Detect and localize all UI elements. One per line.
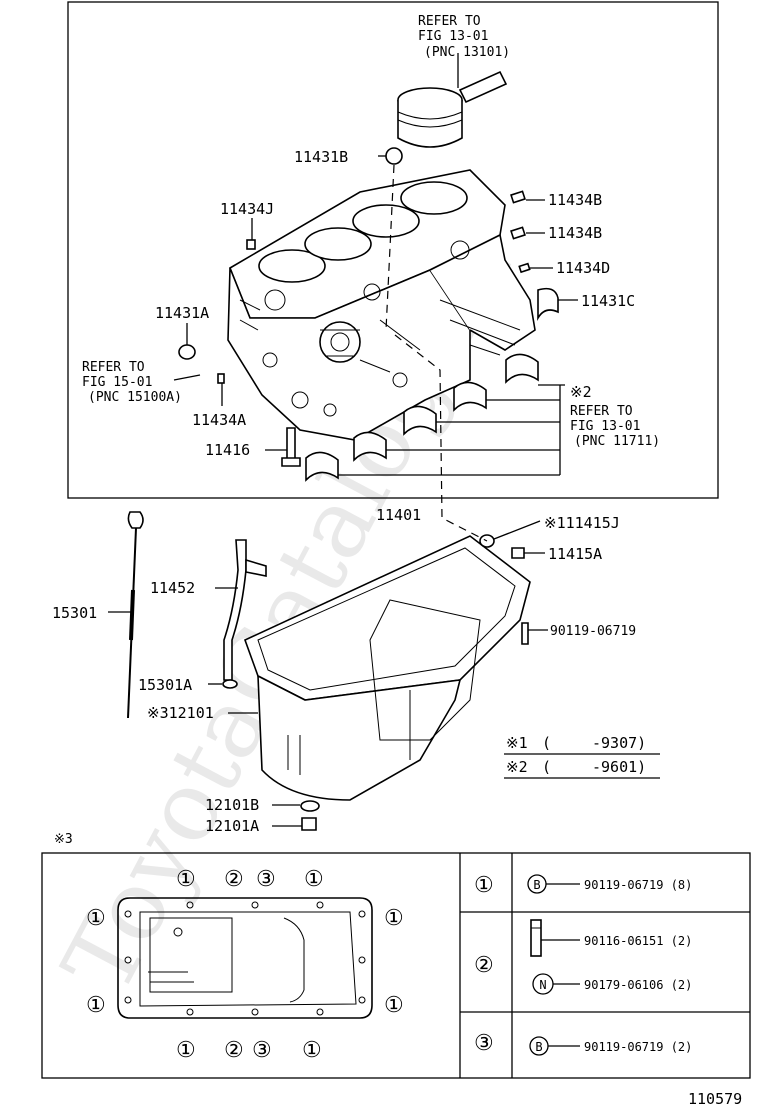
label-11416: 11416	[205, 441, 250, 459]
pan-callout-top-4: ①	[304, 867, 324, 892]
pan-callout-left-2: ①	[86, 993, 106, 1018]
applicability-notes: ※1 ( -9307) ※2 ( -9601)	[504, 734, 660, 779]
row4-part: 90119-06719 (2)	[584, 1040, 692, 1054]
label-ref15-1: REFER TO	[82, 360, 145, 375]
label-ref15-2: FIG 15-01	[82, 375, 152, 390]
dipstick-illustration	[127, 511, 144, 719]
label-ref13-1: REFER TO	[570, 404, 633, 419]
row4-circle: ③	[474, 1031, 494, 1056]
pan-callouts: ① ② ③ ① ① ② ③ ① ① ① ① ①	[86, 867, 404, 1063]
pan-callout-top-2: ②	[224, 867, 244, 892]
label-11452: 11452	[150, 579, 195, 597]
section3-mark: ※3	[54, 832, 73, 847]
pan-callout-right-2: ①	[384, 993, 404, 1018]
label-11434A: 11434A	[192, 411, 246, 429]
row3-part: 90179-06106 (2)	[584, 978, 692, 992]
label-12101B: 12101B	[205, 796, 259, 814]
label-piston-ref-2: FIG 13-01	[418, 29, 488, 44]
oil-pan-illustration	[243, 534, 531, 831]
label-12101A: 12101A	[205, 817, 259, 835]
label-15301A: 15301A	[138, 676, 192, 694]
label-piston-ref-3: (PNC 13101)	[424, 45, 510, 60]
pan-callout-bottom-4: ①	[302, 1038, 322, 1063]
pan-callout-top-1: ①	[176, 867, 196, 892]
label-piston-ref-1: REFER TO	[418, 14, 481, 29]
label-11431B: 11431B	[294, 148, 348, 166]
pan-callout-left-1: ①	[86, 906, 106, 931]
pan-callout-right-1: ①	[384, 906, 404, 931]
label-ref13-2: FIG 13-01	[570, 419, 640, 434]
label-11415A: 11415A	[548, 545, 602, 563]
pan-gasket-outline	[117, 897, 373, 1019]
note1-mark: ※1	[506, 734, 528, 752]
note2-range: -9601)	[592, 758, 646, 776]
row3-badge: N	[539, 978, 546, 992]
label-11431C: 11431C	[581, 292, 635, 310]
label-11434D: 11434D	[556, 259, 610, 277]
row1-part: 90119-06719 (8)	[584, 878, 692, 892]
label-11434B-1: 11434B	[548, 191, 602, 209]
small-parts	[178, 147, 559, 467]
pan-bolt-holes	[124, 901, 366, 1016]
note2-mark: ※2	[506, 758, 528, 776]
pan-callout-bottom-1: ①	[176, 1038, 196, 1063]
pan-callout-bottom-2: ②	[224, 1038, 244, 1063]
pan-callout-top-3: ③	[256, 867, 276, 892]
piston-illustration	[397, 53, 508, 148]
label-11401[interactable]: 11401	[376, 506, 421, 524]
row2-circle: ②	[474, 953, 494, 978]
page-number: 110579	[688, 1090, 742, 1108]
section3-rows: ① B 90119-06719 (8) ② 90116-06151 (2) N …	[474, 873, 692, 1056]
cylinder-block-illustration	[227, 169, 536, 441]
label-15301: 15301	[52, 604, 97, 622]
row2-part: 90116-06151 (2)	[584, 934, 692, 948]
label-11431A: 11431A	[155, 304, 209, 322]
label-312101: ※312101	[147, 704, 214, 722]
label-111415J: ※111415J	[544, 514, 620, 532]
main-frame	[67, 1, 719, 499]
row4-badge: B	[535, 1040, 542, 1054]
row1-badge: B	[533, 878, 540, 892]
label-90119-06719: 90119-06719	[550, 624, 636, 639]
label-11434B-2: 11434B	[548, 224, 602, 242]
dipstick-guide-illustration	[222, 539, 267, 689]
crank-bearings	[305, 353, 539, 482]
label-ref15-3: (PNC 15100A)	[88, 390, 182, 405]
leader-lines	[108, 155, 578, 827]
callout-labels: REFER TO FIG 13-01 (PNC 13101) 11431B 11…	[52, 14, 660, 835]
section3-table	[41, 852, 751, 1079]
label-11434J: 11434J	[220, 200, 274, 218]
note1-open: (	[542, 734, 551, 752]
pan-callout-bottom-3: ③	[252, 1038, 272, 1063]
label-ref13-3: (PNC 11711)	[574, 434, 660, 449]
label-note2: ※2	[570, 383, 592, 401]
note1-range: -9307)	[592, 734, 646, 752]
row1-circle: ①	[474, 873, 494, 898]
note2-open: (	[542, 758, 551, 776]
